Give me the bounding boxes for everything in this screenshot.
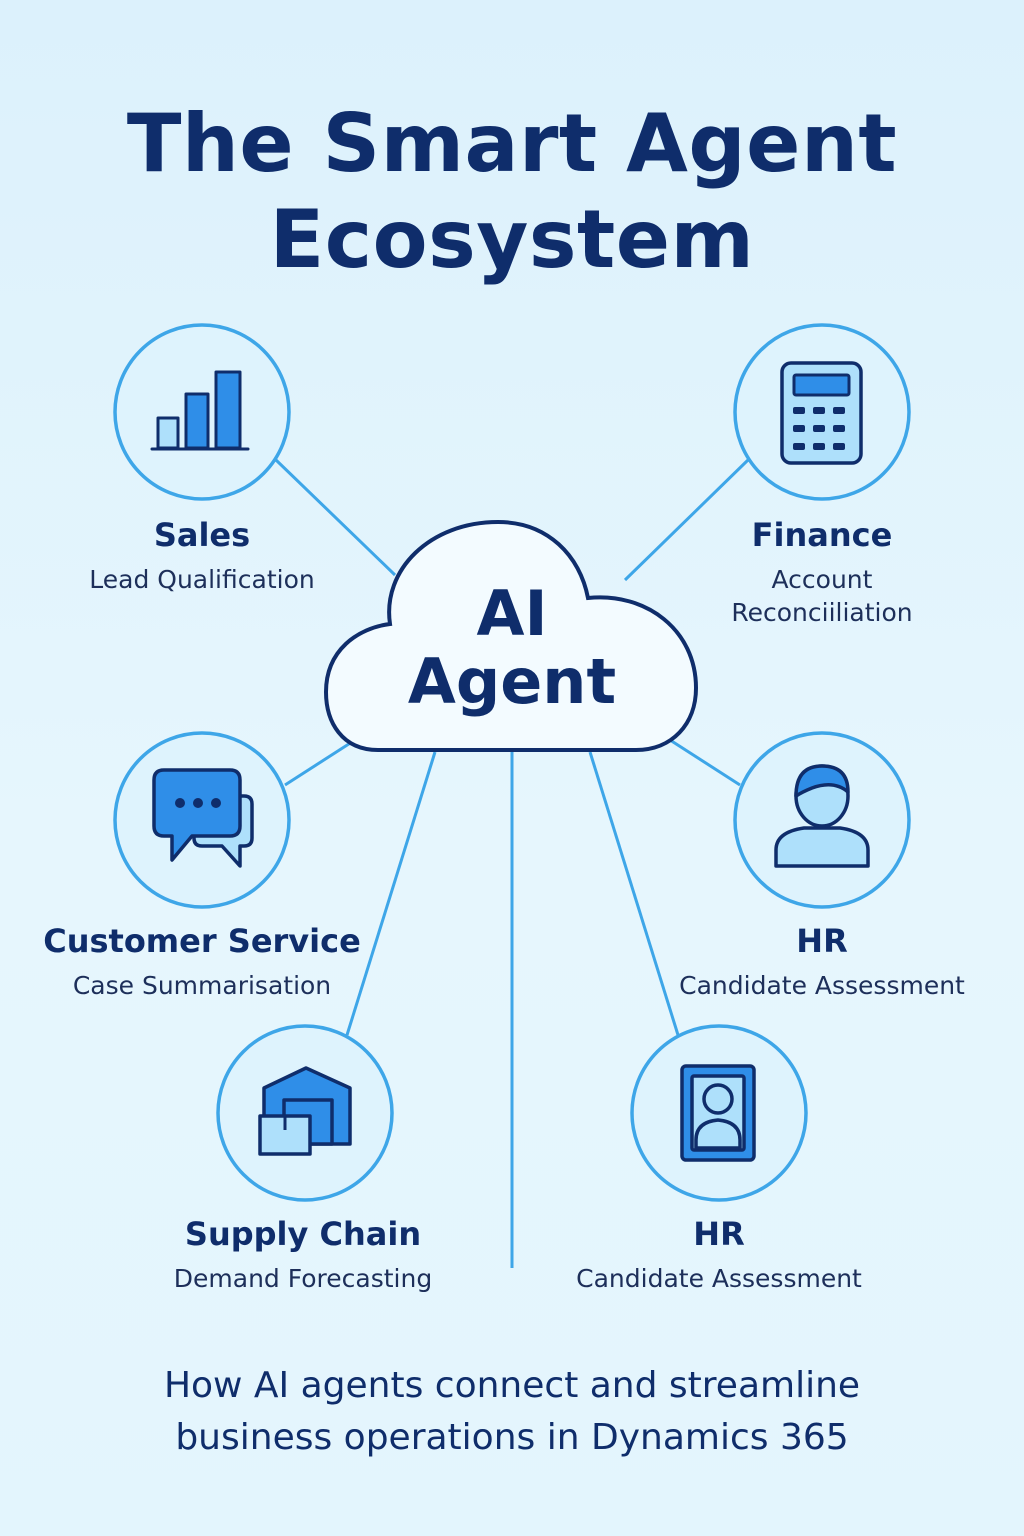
node-name: HR bbox=[796, 922, 848, 960]
warehouse-icon bbox=[258, 1066, 352, 1156]
node-desc: Candidate Assessment bbox=[576, 1264, 862, 1293]
node-desc: Candidate Assessment bbox=[679, 971, 965, 1000]
connector-sales bbox=[274, 458, 397, 577]
node-desc: Lead Qualification bbox=[89, 565, 315, 594]
ai-agent-cloud bbox=[323, 519, 699, 752]
connector-hr-2 bbox=[588, 751, 680, 1036]
footer-line-2: business operations in Dynamics 365 bbox=[175, 1417, 849, 1458]
center-line-2: Agent bbox=[407, 645, 617, 718]
title-line-2: Ecosystem bbox=[269, 193, 755, 286]
bar-chart-icon bbox=[150, 370, 250, 451]
node-label-hr-2: HR Candidate Assessment bbox=[559, 1214, 879, 1295]
node-name: Customer Service bbox=[43, 922, 361, 960]
connector-supply-chain bbox=[345, 751, 437, 1036]
node-name: HR bbox=[693, 1215, 745, 1253]
node-label-hr-1: HR Candidate Assessment bbox=[662, 921, 982, 1002]
node-label-supply-chain: Supply Chain Demand Forecasting bbox=[143, 1214, 463, 1295]
connector-finance bbox=[623, 458, 750, 582]
node-label-customer-service: Customer Service Case Summarisation bbox=[22, 921, 382, 1002]
ai-agent-label: AI Agent bbox=[362, 580, 662, 716]
person-icon bbox=[774, 764, 870, 868]
node-name: Finance bbox=[751, 516, 893, 554]
footer-line-1: How AI agents connect and streamline bbox=[163, 1365, 861, 1406]
center-line-1: AI bbox=[476, 577, 548, 650]
page-title: The Smart Agent Ecosystem bbox=[0, 96, 1024, 288]
node-desc: Case Summarisation bbox=[72, 971, 332, 1000]
footer-caption: How AI agents connect and streamline bus… bbox=[0, 1360, 1024, 1464]
node-desc: Demand Forecasting bbox=[173, 1264, 433, 1293]
chat-bubbles-icon bbox=[152, 768, 254, 868]
node-desc: Account Reconciiliation bbox=[672, 563, 972, 629]
title-line-1: The Smart Agent bbox=[126, 97, 898, 190]
node-label-sales: Sales Lead Qualification bbox=[52, 515, 352, 596]
connector-hr-1 bbox=[669, 738, 741, 787]
calculator-icon bbox=[780, 361, 863, 465]
id-badge-icon bbox=[680, 1064, 756, 1162]
node-name: Supply Chain bbox=[184, 1215, 422, 1253]
node-name: Sales bbox=[153, 516, 251, 554]
connector-customer-service bbox=[284, 738, 356, 787]
node-label-finance: Finance Account Reconciiliation bbox=[672, 515, 972, 629]
node-desc-line-2: Reconciiliation bbox=[731, 598, 913, 627]
node-desc-line-1: Account bbox=[771, 565, 873, 594]
